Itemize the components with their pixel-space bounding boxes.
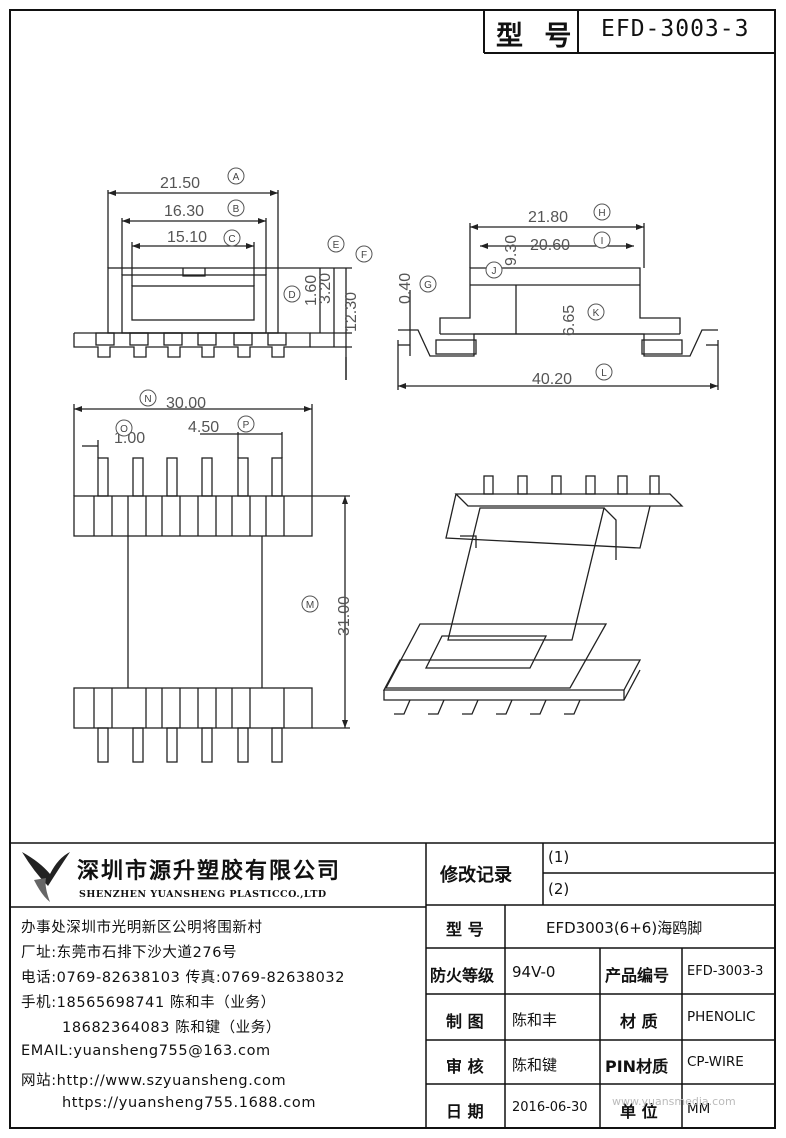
revision-2: (2) — [548, 880, 570, 898]
marker-n: N — [144, 394, 151, 405]
side-view — [397, 223, 719, 390]
marker-f: F — [361, 250, 367, 261]
front-view — [73, 190, 352, 380]
drawn-by-label: 制 图 — [446, 1012, 484, 1031]
watermark: www.yuansmedia.com — [612, 1095, 736, 1108]
bottom-view — [73, 404, 350, 763]
company-name-cn: 深圳市源升塑胶有限公司 — [77, 859, 342, 884]
date-value: 2016-06-30 — [512, 1100, 588, 1115]
pin-material-value: CP-WIRE — [687, 1054, 744, 1070]
dim-m-value: 31.00 — [336, 596, 353, 636]
revision-label: 修改记录 — [440, 865, 512, 886]
dim-j-value: 9.30 — [503, 235, 520, 266]
dim-c-value: 15.10 — [167, 229, 207, 246]
dim-n-value: 30.00 — [166, 395, 206, 412]
mobile-2: 18682364083 陈和键（业务） — [62, 1020, 281, 1036]
product-no-value: EFD-3003-3 — [687, 964, 764, 979]
marker-i: I — [601, 236, 604, 247]
fire-rating-value: 94V-0 — [512, 963, 556, 981]
dim-g-value: 0.40 — [397, 273, 414, 304]
revision-1: (1) — [548, 848, 570, 866]
website-1[interactable]: 网站:http://www.szyuansheng.com — [21, 1073, 287, 1089]
marker-l: L — [601, 368, 607, 379]
marker-e: E — [333, 240, 340, 251]
drawing-frame — [9, 9, 776, 1129]
marker-h: H — [598, 208, 605, 219]
marker-b: B — [233, 204, 240, 215]
title-model-value: EFD-3003-3 — [601, 16, 750, 42]
email[interactable]: EMAIL:yuansheng755@163.com — [21, 1043, 271, 1059]
unit-value: MM — [687, 1101, 711, 1117]
checked-by-label: 审 核 — [446, 1057, 484, 1076]
dim-b-value: 16.30 — [164, 203, 204, 220]
marker-o: O — [120, 424, 128, 435]
dim-d-value: 12.30 — [343, 292, 360, 332]
company-name-en: SHENZHEN YUANSHENG PLASTICCO.,LTD — [79, 889, 327, 900]
factory-address: 厂址:东莞市石排下沙大道276号 — [21, 945, 238, 961]
dim-l-value: 40.20 — [532, 371, 572, 388]
dim-f-value: 3.20 — [317, 273, 334, 304]
fire-rating-label: 防火等级 — [430, 966, 495, 985]
dim-h-value: 21.80 — [528, 209, 568, 226]
mobile-1: 手机:18565698741 陈和丰（业务） — [21, 995, 276, 1011]
unit-label: 单 位 — [620, 1102, 658, 1121]
material-label: 材 质 — [620, 1012, 658, 1031]
dim-k-value: 6.65 — [561, 305, 578, 336]
date-label: 日 期 — [446, 1102, 484, 1121]
product-no-label: 产品编号 — [605, 966, 670, 985]
marker-a: A — [233, 172, 240, 183]
marker-k: K — [593, 308, 600, 319]
title-model-label: 型 号 — [496, 21, 578, 52]
checked-by-value: 陈和键 — [512, 1056, 558, 1074]
spec-model-value: EFD3003(6+6)海鸥脚 — [546, 919, 703, 937]
marker-d: D — [288, 290, 295, 301]
marker-g: G — [424, 280, 432, 291]
spec-model-label: 型 号 — [446, 920, 484, 939]
drawn-by-value: 陈和丰 — [512, 1011, 558, 1029]
marker-c: C — [228, 234, 235, 245]
dim-e-value: 1.60 — [303, 275, 320, 306]
dim-p-value: 4.50 — [188, 419, 219, 436]
office-address: 办事处深圳市光明新区公明将围新村 — [21, 920, 263, 936]
isometric-view — [382, 475, 684, 715]
dim-a-value: 21.50 — [160, 175, 200, 192]
dimension-markers — [115, 167, 613, 613]
pin-material-label: PIN材质 — [605, 1057, 669, 1076]
marker-p: P — [243, 420, 250, 431]
marker-j: J — [492, 266, 497, 277]
marker-m: M — [306, 600, 314, 611]
material-value: PHENOLIC — [687, 1009, 756, 1025]
dim-i-value: 20.60 — [530, 237, 570, 254]
phone-fax: 电话:0769-82638103 传真:0769-82638032 — [21, 970, 346, 986]
company-logo — [22, 852, 70, 902]
website-2[interactable]: https://yuansheng755.1688.com — [62, 1095, 317, 1111]
